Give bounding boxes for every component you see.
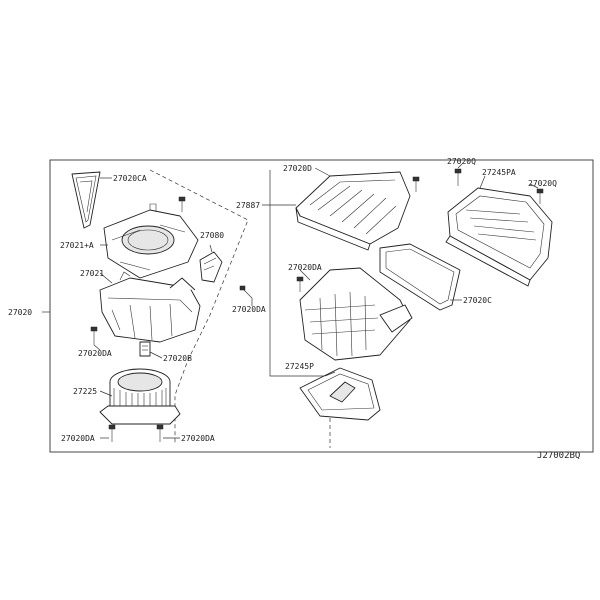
top-right-screw-b-leader	[529, 183, 539, 189]
bracket-frame	[269, 170, 325, 377]
top-right-screw-a	[454, 168, 462, 186]
motor-leader	[99, 390, 113, 397]
label-resistor: 27080	[200, 231, 224, 240]
upper-case-screw	[178, 196, 186, 212]
label-screw-top-right-b: 27020Q	[528, 179, 557, 188]
resistor	[199, 251, 223, 283]
label-screw-center-mid: 27020DA	[288, 263, 322, 272]
label-duct-center: 27245P	[285, 362, 314, 371]
resistor-screw	[239, 285, 253, 299]
center-screw-leader	[299, 269, 311, 281]
label-clip: 27020B	[163, 354, 192, 363]
clip-leader	[149, 351, 163, 359]
upper-intake	[295, 171, 411, 251]
exploded-outline-left	[149, 169, 249, 445]
top-right-screw-a-leader	[457, 163, 463, 169]
label-bracket: 27887	[236, 201, 260, 210]
center-duct	[299, 267, 413, 361]
lower-case	[99, 271, 201, 343]
upper-case	[103, 203, 199, 279]
label-assembly: 27020	[8, 308, 32, 317]
right-duct-leader	[479, 175, 486, 189]
resistor-leader	[209, 244, 213, 253]
label-case-upper: 27021+A	[60, 241, 94, 250]
left-screw-leader	[93, 344, 101, 351]
bottom-left-screw	[108, 424, 116, 442]
assembly-frame	[49, 159, 594, 453]
label-motor: 27225	[73, 387, 97, 396]
lower-case-leader	[99, 272, 113, 284]
intake-screw	[412, 176, 420, 192]
center-mid-screw	[296, 276, 304, 292]
bottom-right-screw	[156, 424, 164, 442]
label-filter-small: 27020CA	[113, 174, 147, 183]
label-screw-a-left: 27020DA	[78, 349, 112, 358]
label-screw-bottom-left: 27020DA	[61, 434, 95, 443]
blower-motor	[99, 368, 181, 425]
left-screw	[90, 326, 98, 345]
lower-duct-plate	[299, 367, 381, 421]
label-screw-resistor: 27020DA	[232, 305, 266, 314]
label-screw-top-right-a: 27020Q	[447, 157, 476, 166]
label-intake-upper: 27020D	[283, 164, 312, 173]
right-duct	[445, 187, 553, 287]
small-filter	[71, 171, 101, 229]
top-right-screw-b	[536, 188, 544, 204]
gasket	[379, 243, 461, 311]
label-case-lower: 27021	[80, 269, 104, 278]
label-screw-bottom-right: 27020DA	[181, 434, 215, 443]
diagram-code: J27002BQ	[537, 451, 580, 461]
label-duct-right: 27245PA	[482, 168, 516, 177]
duct-center-leader	[324, 371, 336, 377]
clip	[139, 341, 151, 357]
upper-intake-leader	[314, 167, 331, 177]
label-gasket: 27020C	[463, 296, 492, 305]
